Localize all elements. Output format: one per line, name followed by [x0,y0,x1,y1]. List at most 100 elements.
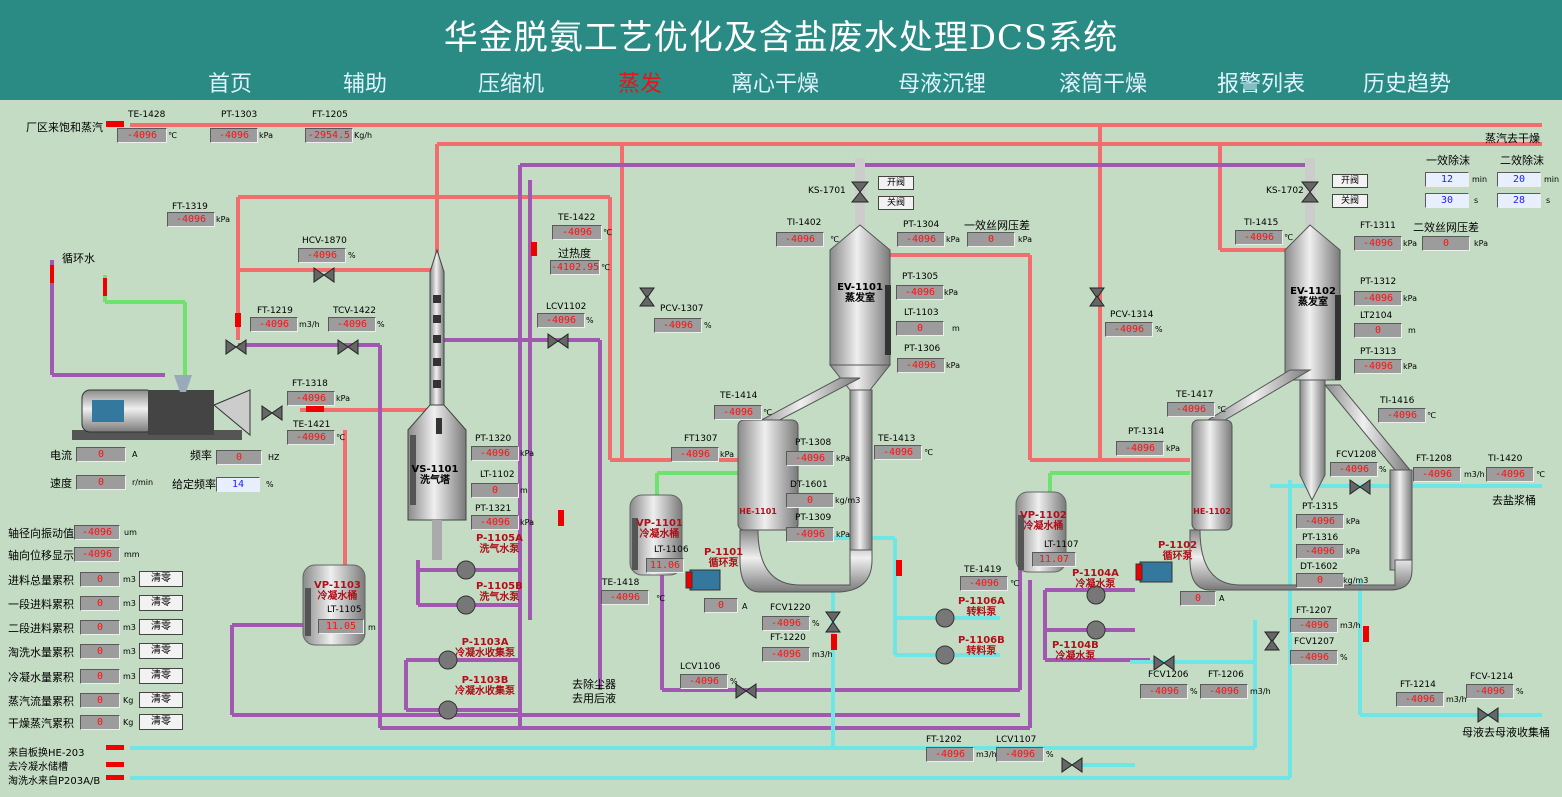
pump-p1105a-label: P-1105A 洗气水泵 [476,533,523,555]
ks1701-open-button[interactable]: 开阀 [878,176,914,190]
clear-steam-total-button[interactable]: 清零 [139,692,183,708]
unit-tcv1422: % [377,320,385,329]
tag-ti1415: TI-1415 [1244,218,1279,228]
evaporator-ev1102-label: EV-1102 蒸发室 [1290,286,1336,308]
value-ft1207: -4096 [1290,618,1338,633]
unit-fcv1206: % [1190,687,1198,696]
tag-te1417: TE-1417 [1176,390,1214,400]
value-ti1420: -4096 [1486,467,1534,482]
clear-dry-steam-total-button[interactable]: 清零 [139,714,183,730]
ks1702-close-button[interactable]: 关阀 [1332,194,1368,208]
value-eff1-s[interactable]: 30 [1425,193,1469,208]
unit-pt1308: kPa [836,454,850,463]
value-set-freq[interactable]: 14 [216,477,260,492]
value-ft1202: -4096 [926,747,974,762]
unit-pt1305: kPa [944,288,958,297]
clear-feed1-button[interactable]: 清零 [139,595,183,611]
tag-lt1102: LT-1102 [480,470,515,480]
nav-history-trend[interactable]: 历史趋势 [1363,72,1452,97]
feed1-label: 一段进料累积 [8,598,74,611]
value-eff2-s[interactable]: 28 [1497,193,1541,208]
unit-pcv1307: % [704,321,712,330]
tag-ft1208: FT-1208 [1416,454,1452,464]
steam-outlet-label: 蒸汽去干燥 [1485,132,1540,145]
tag-te1428: TE-1428 [128,110,166,120]
tag-ks1701: KS-1701 [808,186,846,196]
nav-home[interactable]: 首页 [208,72,253,97]
value-eff2-min[interactable]: 20 [1497,172,1541,187]
unit-cond-total: m3 [123,672,136,681]
unit-fcv1207: % [1340,653,1348,662]
tag-pcv1314: PCV-1314 [1110,310,1154,320]
value-ft1311: -4096 [1354,236,1402,251]
tag-lt1107: LT-1107 [1044,540,1079,550]
tag-dt1601: DT-1601 [790,480,828,490]
ks1701-close-button[interactable]: 关阀 [878,196,914,210]
unit-ft1206: m3/h [1250,687,1271,696]
unit-te1422: ℃ [603,228,612,237]
value-lt1105: 11.05 [318,619,364,634]
eff1-defoam-label: 一效除沫 [1426,154,1470,167]
from-he203-label: 来自板换HE-203 [8,748,85,759]
value-lcv1102: -4096 [537,313,585,328]
value-te1414: -4096 [714,405,762,420]
clear-wash-total-button[interactable]: 清零 [139,643,183,659]
clear-feed2-button[interactable]: 清零 [139,619,183,635]
value-axial-vib: -4096 [74,525,120,540]
value-eff1-min[interactable]: 12 [1425,172,1469,187]
unit-lcv1107: % [1046,750,1054,759]
unit-hcv1870: % [348,251,356,260]
value-ft1214: -4096 [1396,692,1444,707]
nav-alarm-list[interactable]: 报警列表 [1217,72,1306,97]
value-speed: 0 [76,475,126,490]
tag-te1419: TE-1419 [964,565,1002,575]
value-pcv1314: -4096 [1105,322,1153,337]
feed2-label: 二段进料累积 [8,622,74,635]
clear-feed-total-button[interactable]: 清零 [139,571,183,587]
tag-ft1311: FT-1311 [1360,221,1396,231]
value-pt1306: -4096 [897,358,945,373]
tag-pt1304: PT-1304 [903,220,940,230]
nav-evaporation[interactable]: 蒸发 [618,72,663,97]
tag-fcv1214: FCV-1214 [1470,672,1514,682]
value-current: 0 [76,447,126,462]
nav-mother-liquor[interactable]: 母液沉锂 [898,72,987,97]
tag-lcv1106: LCV1106 [680,662,721,672]
pump-p1106b-label: P-1106B 转料泵 [958,635,1005,657]
unit-lt1102: m [520,486,528,495]
value-lt2104: 0 [1354,323,1402,338]
tag-lcv1102: LCV1102 [546,302,587,312]
wash-water-label: 淘洗水来自P203A/B [8,776,101,787]
nav-centrifuge-dry[interactable]: 离心干燥 [731,72,820,97]
value-pt1312: -4096 [1354,291,1402,306]
unit-lt1103: m [952,324,960,333]
unit-eff2-min: min [1544,175,1560,184]
unit-te1413: ℃ [924,448,933,457]
nav-drum-dry[interactable]: 滚筒干燥 [1059,72,1148,97]
tag-te1414: TE-1414 [720,391,758,401]
unit-ft1318: kPa [336,394,350,403]
ks1702-open-button[interactable]: 开阀 [1332,174,1368,188]
nav-auxiliary[interactable]: 辅助 [343,72,388,97]
value-fcv1206: -4096 [1140,684,1188,699]
tag-pt1315: PT-1315 [1302,502,1339,512]
clear-cond-total-button[interactable]: 清零 [139,668,183,684]
pumps [438,560,1173,720]
unit-feed2: m3 [123,623,136,632]
tag-te1413: TE-1413 [878,434,916,444]
unit-eff1-min: min [1472,175,1488,184]
eff2-mesh-label: 二效丝网压差 [1413,221,1479,234]
tag-te1421: TE-1421 [293,420,331,430]
unit-ti1402: ℃ [830,235,839,244]
unit-eff2-s: s [1546,196,1551,205]
pump-p1104b-label: P-1104B 冷凝水泵 [1052,640,1099,662]
tag-ft1207: FT-1207 [1296,606,1332,616]
tag-ti1420: TI-1420 [1488,454,1523,464]
nav-compressor[interactable]: 压缩机 [478,72,545,97]
speed-label: 速度 [50,477,72,490]
cond-total-label: 冷凝水量累积 [8,671,74,684]
eff2-defoam-label: 二效除沫 [1500,154,1544,167]
value-fcv1214: -4096 [1466,684,1514,699]
unit-eff1-mesh: kPa [1018,235,1032,244]
tag-pt1314: PT-1314 [1128,427,1165,437]
